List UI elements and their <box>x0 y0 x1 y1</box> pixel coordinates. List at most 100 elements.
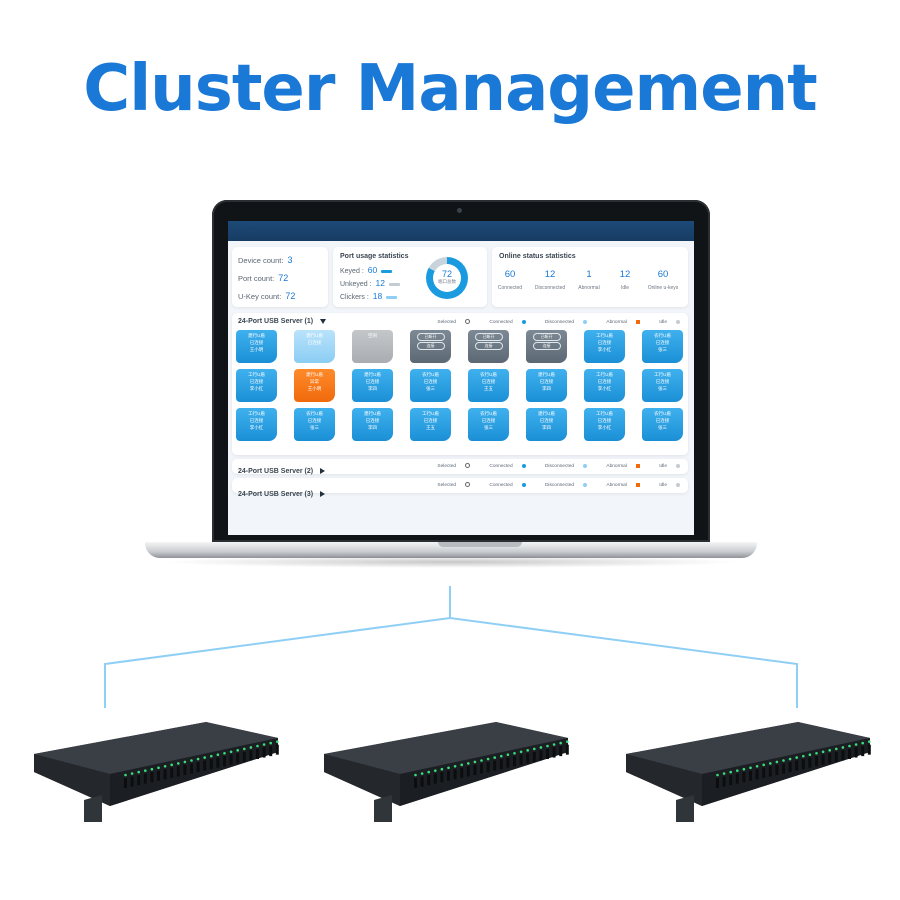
port-status: 已连接 <box>539 379 554 384</box>
port-status: 已连接 <box>365 379 380 384</box>
port-status: 已连接 <box>481 379 496 384</box>
status-led <box>500 754 503 758</box>
status-led <box>130 772 134 775</box>
usb-port-slot <box>209 759 213 770</box>
port-tile[interactable]: 农行U盾已连接张三 <box>642 330 683 363</box>
row-value: 12 <box>375 278 386 288</box>
usb-port-slot <box>460 767 464 778</box>
port-device-name: 工行U盾 <box>596 333 613 338</box>
status-led <box>841 746 845 749</box>
port-tile[interactable]: 工行U盾已连接李小红 <box>584 369 625 402</box>
status-led <box>447 766 450 770</box>
status-led <box>762 763 765 767</box>
server-toggle-2[interactable]: 24-Port USB Server (2) <box>238 468 326 475</box>
usb-port-slot <box>130 776 134 787</box>
port-user: 李小红 <box>249 386 264 391</box>
server-panel-1: 24-Port USB Server (1) Selected Connecte… <box>232 313 688 455</box>
port-tile[interactable]: 建行U盾异常王小明 <box>294 369 335 402</box>
status-item: 1 Abnormal <box>569 269 609 291</box>
port-tile[interactable]: 工行U盾已连接李小红 <box>236 408 277 441</box>
usb-port-slot <box>203 760 207 771</box>
port-tile[interactable]: 农行U盾已连接王五 <box>468 369 509 402</box>
status-led <box>755 765 759 768</box>
status-led <box>236 749 239 752</box>
status-led <box>473 760 477 764</box>
port-tile[interactable]: 工行U盾已连接李小红 <box>236 369 277 402</box>
usage-bar <box>386 295 398 299</box>
port-tile[interactable]: 建行U盾已连接李四 <box>352 369 393 402</box>
usb-port-slot <box>236 753 240 764</box>
laptop-notch <box>438 542 522 547</box>
status-item: 60 Connected <box>490 269 530 291</box>
port-device-name: 农行U盾 <box>306 411 323 416</box>
status-led <box>144 769 147 772</box>
port-tile[interactable]: 农行U盾已连接张三 <box>642 408 683 441</box>
server-index: (1) <box>304 318 314 325</box>
legend-disconnected: Disconnected <box>536 319 588 325</box>
port-tile[interactable]: 工行U盾已连接王五 <box>410 408 451 441</box>
port-usage-row: Keyed :60 <box>340 265 393 275</box>
port-tile[interactable]: 建行U盾已连接 <box>294 330 335 363</box>
server-row-2-title: 24-Port USB Server (2) <box>232 462 688 477</box>
port-tile[interactable]: 建行U盾已连接李四 <box>526 408 567 441</box>
usb-port-slot <box>828 753 832 764</box>
port-tile[interactable]: 已断开连接 <box>410 330 451 363</box>
port-tile[interactable]: 工行U盾已连接李小红 <box>584 330 625 363</box>
port-tile[interactable]: 农行U盾已连接张三 <box>410 369 451 402</box>
usb-port-slot <box>775 764 779 775</box>
server-toggle-3[interactable]: 24-Port USB Server (3) <box>238 491 326 498</box>
status-led <box>460 763 463 767</box>
port-device-name: 建行U盾 <box>306 333 323 338</box>
port-user: 李四 <box>542 425 551 430</box>
port-grid: 建行U盾已连接王小明建行U盾已连接空闲已断开连接已断开连接已断开连接工行U盾已连… <box>236 330 683 441</box>
usb-port-slot <box>821 754 825 765</box>
status-led <box>124 773 127 777</box>
port-tile[interactable]: 已断开连接 <box>468 330 509 363</box>
port-tile[interactable]: 建行U盾已连接李四 <box>352 408 393 441</box>
usb-port-slot <box>269 746 273 757</box>
port-device-name: 建行U盾 <box>364 411 381 416</box>
usb-port-slot <box>466 766 470 777</box>
usb-port-slot <box>420 776 424 787</box>
refresh-icon <box>465 463 471 468</box>
port-tile[interactable]: 农行U盾已连接张三 <box>468 408 509 441</box>
port-tile[interactable]: 工行U盾已连接张三 <box>642 369 683 402</box>
port-device-name: 建行U盾 <box>538 372 555 377</box>
usb-port-slot <box>229 754 233 765</box>
port-tile[interactable]: 已断开连接 <box>526 330 567 363</box>
port-device-name: 工行U盾 <box>248 411 265 416</box>
port-tile[interactable]: 工行U盾已连接李小红 <box>584 408 625 441</box>
usb-port-slot <box>716 778 719 788</box>
usb-server-device <box>34 722 279 822</box>
usb-port-slot <box>513 756 516 767</box>
port-tile[interactable]: 空闲 <box>352 330 393 363</box>
port-status: 已连接 <box>481 418 496 423</box>
legend-selected[interactable]: Selected <box>428 482 471 488</box>
usb-port-slot <box>170 767 174 778</box>
status-led <box>453 765 457 768</box>
server-name: 24-Port USB Server <box>238 318 303 325</box>
status-led <box>552 743 556 746</box>
port-tile[interactable]: 建行U盾已连接王小明 <box>236 330 277 363</box>
usb-port-slot <box>834 751 838 762</box>
row-label: Unkeyed <box>340 281 368 288</box>
legend-selected[interactable]: Selected <box>428 463 471 469</box>
status-legend: Selected Connected Disconnected Abnormal… <box>419 463 680 469</box>
server-toggle-1[interactable]: 24-Port USB Server (1) <box>238 318 327 325</box>
port-device-name: 农行U盾 <box>480 411 497 416</box>
status-led <box>506 753 510 756</box>
server-name: 24-Port USB Server <box>238 468 303 475</box>
status-led <box>519 750 523 754</box>
usb-port-slot <box>433 773 437 784</box>
usb-port-slot <box>815 756 818 767</box>
usb-port-slot <box>729 775 733 786</box>
status-led <box>828 749 831 752</box>
usb-port-slot <box>749 770 752 781</box>
usb-port-slot <box>861 746 865 757</box>
status-led <box>262 743 266 746</box>
status-legend: Selected Connected Disconnected Abnormal… <box>419 482 680 488</box>
port-tile[interactable]: 农行U盾已连接张三 <box>294 408 335 441</box>
port-tile[interactable]: 建行U盾已连接李四 <box>526 369 567 402</box>
legend-selected[interactable]: Selected <box>428 319 471 325</box>
port-user: 张三 <box>658 425 667 430</box>
